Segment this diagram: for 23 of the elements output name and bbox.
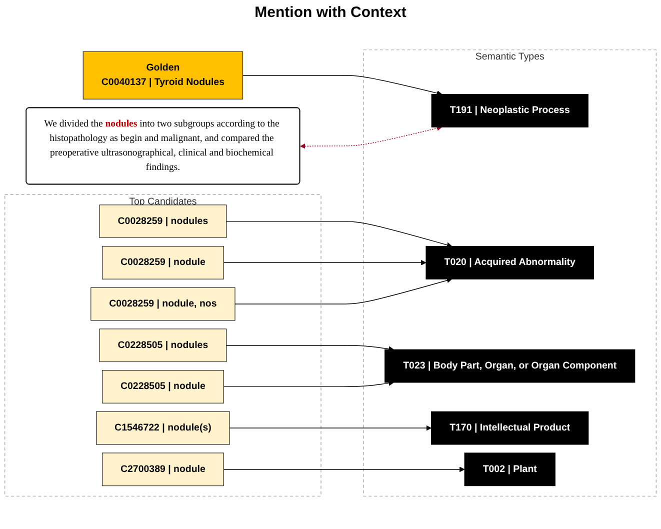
node-box: C0028259 | nodule	[102, 246, 224, 280]
node-box: C1546722 | nodule(s)	[96, 411, 230, 445]
node-box: C0228505 | nodules	[99, 328, 227, 362]
arrow	[223, 380, 394, 388]
node-box: C0228505 | nodule	[102, 370, 224, 404]
node-box: T002 | Plant	[464, 452, 556, 486]
arrow	[223, 466, 465, 472]
node-box: T170 | Intellectual Product	[431, 411, 589, 445]
node-box: C2700389 | nodule	[102, 452, 224, 486]
arrow	[234, 278, 452, 304]
arrow	[226, 220, 452, 248]
arrow	[226, 344, 394, 352]
arrow	[242, 75, 442, 96]
arrow	[300, 126, 442, 149]
node-box: C0028259 | nodule, nos	[90, 287, 236, 321]
diagram-title: Mention with Context	[254, 4, 408, 21]
node-box: T020 | Acquired Abnormality	[426, 246, 594, 280]
arrow	[223, 260, 426, 266]
arrow	[229, 425, 432, 431]
node-box: C0028259 | nodules	[99, 204, 227, 238]
node-box: T191 | Neoplastic Process	[431, 94, 588, 128]
node-box: T023 | Body Part, Organ, or Organ Component	[384, 349, 636, 383]
node-box: Golden C0040137 | Tyroid Nodules	[82, 51, 244, 100]
